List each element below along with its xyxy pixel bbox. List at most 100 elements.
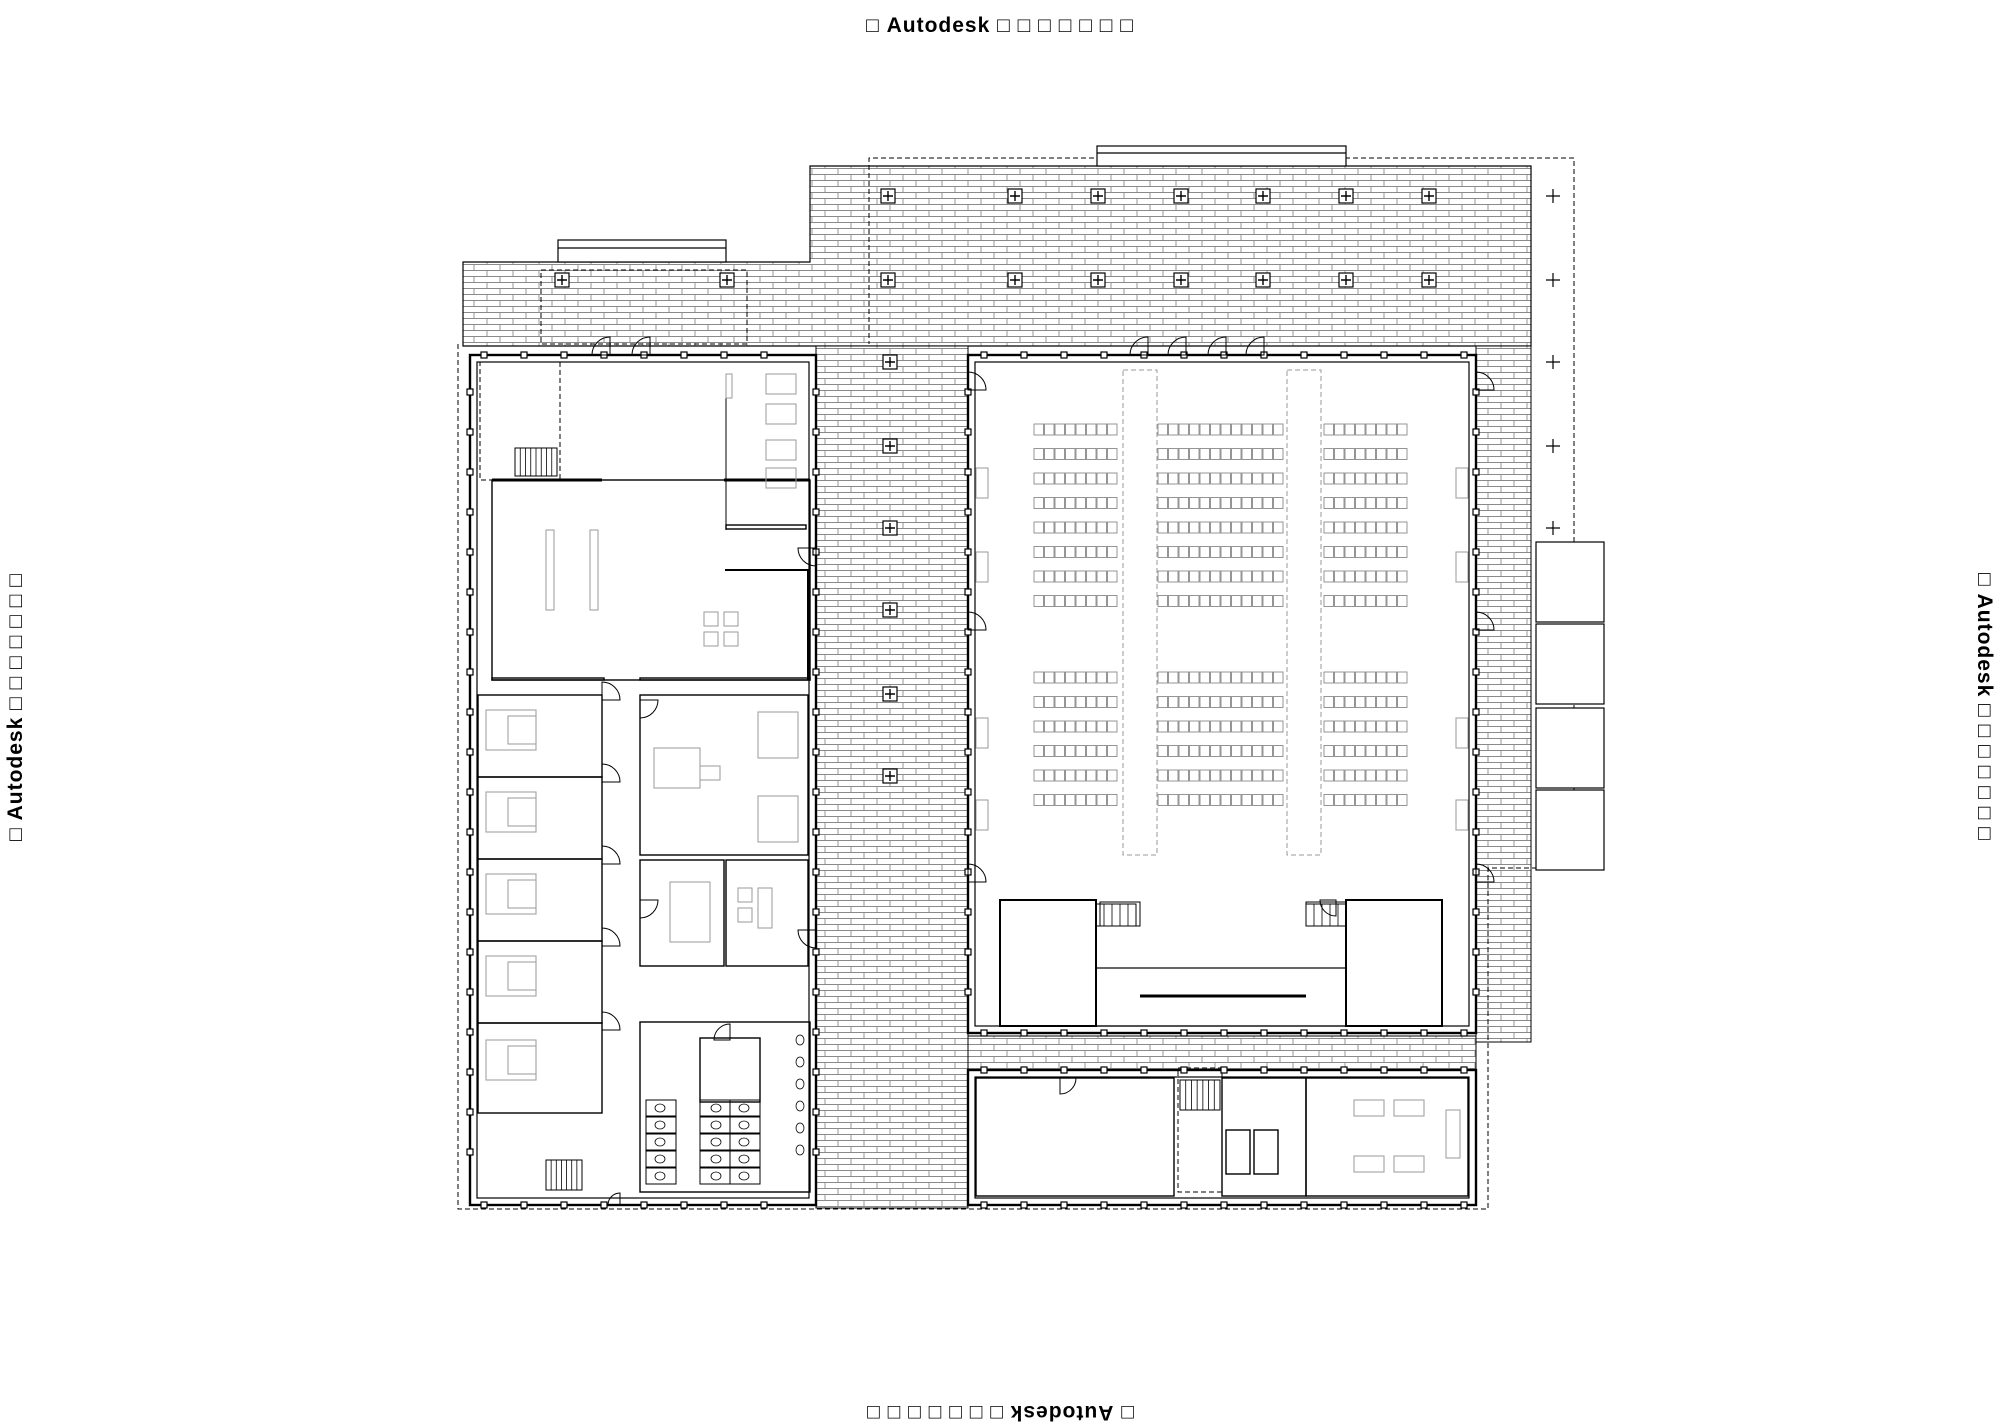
seat <box>1376 794 1387 806</box>
seat <box>1355 521 1366 534</box>
column <box>1220 1066 1228 1074</box>
door-hall <box>967 863 987 883</box>
seat <box>1262 546 1273 558</box>
seat <box>1386 546 1397 558</box>
seat <box>1397 671 1408 684</box>
seat <box>1323 769 1334 782</box>
north-open-office <box>491 479 811 681</box>
seat <box>1107 497 1118 509</box>
seat <box>1241 794 1252 806</box>
column <box>1380 1029 1388 1037</box>
seat <box>1365 769 1376 782</box>
seat <box>1178 546 1189 558</box>
seat <box>1231 521 1242 534</box>
seat <box>1086 671 1097 684</box>
seat <box>1199 472 1210 485</box>
column <box>812 748 820 756</box>
seat <box>1365 448 1376 460</box>
column <box>964 588 972 596</box>
skylight-cross <box>722 275 732 285</box>
seat <box>1355 423 1366 436</box>
toilet-icon <box>710 1103 722 1113</box>
seat <box>1397 595 1408 607</box>
seat <box>1262 448 1273 460</box>
seat <box>1054 570 1065 583</box>
roof-line-outline <box>457 157 1575 1210</box>
corridor-row-left <box>1122 369 1158 856</box>
column <box>640 1201 648 1209</box>
stage-left-room <box>999 899 1097 1027</box>
column <box>980 1201 988 1209</box>
seat <box>1386 794 1397 806</box>
column <box>964 948 972 956</box>
seat <box>1107 769 1118 782</box>
seat <box>1210 448 1221 460</box>
seat <box>1086 521 1097 534</box>
column <box>812 668 820 676</box>
west-wing-furniture <box>485 373 799 1081</box>
column <box>1472 988 1480 996</box>
seat <box>1262 472 1273 485</box>
seat <box>1355 570 1366 583</box>
seat <box>1044 472 1055 485</box>
seat <box>1044 448 1055 460</box>
seat <box>1386 423 1397 436</box>
seat <box>1273 570 1284 583</box>
column <box>466 468 474 476</box>
seat <box>1075 745 1086 757</box>
watermark-suffix: □ □ □ □ □ □ □ <box>997 14 1134 37</box>
seat <box>1262 595 1273 607</box>
seat <box>1210 794 1221 806</box>
seat <box>1033 745 1044 757</box>
hall-seating <box>1033 423 1408 806</box>
toilet-icon <box>710 1137 722 1147</box>
seat <box>1376 769 1387 782</box>
seat <box>1323 448 1334 460</box>
stall <box>729 1167 761 1185</box>
seat <box>1252 546 1263 558</box>
seat <box>1210 745 1221 757</box>
seat <box>1252 570 1263 583</box>
seat <box>1386 696 1397 708</box>
seat <box>1334 794 1345 806</box>
seat <box>1054 497 1065 509</box>
watermark-top: □ Autodesk □ □ □ □ □ □ □ <box>866 14 1134 38</box>
seat <box>1355 720 1366 733</box>
column <box>466 788 474 796</box>
column <box>964 748 972 756</box>
column <box>466 428 474 436</box>
seat <box>1252 696 1263 708</box>
seat <box>1075 546 1086 558</box>
seat <box>1168 570 1179 583</box>
stall <box>645 1167 677 1185</box>
column <box>1300 351 1308 359</box>
column <box>964 508 972 516</box>
stair-outline <box>1179 1079 1221 1111</box>
column <box>980 351 988 359</box>
seat <box>1365 497 1376 509</box>
seat <box>1262 696 1273 708</box>
seat <box>1189 696 1200 708</box>
seat <box>1334 448 1345 460</box>
seat <box>1323 521 1334 534</box>
seat <box>1334 521 1345 534</box>
column <box>812 468 820 476</box>
seat <box>1044 794 1055 806</box>
skylight-cross <box>1341 275 1351 285</box>
seat <box>1107 448 1118 460</box>
seat <box>1241 546 1252 558</box>
column <box>1180 1066 1188 1074</box>
skylight-cross <box>883 275 893 285</box>
seat <box>1220 769 1231 782</box>
seat <box>1033 769 1044 782</box>
toilet-icon <box>710 1171 722 1181</box>
seat <box>1189 720 1200 733</box>
south-east-rooms <box>975 1077 1469 1197</box>
seat <box>1273 472 1284 485</box>
seat <box>1096 720 1107 733</box>
column <box>812 508 820 516</box>
seat <box>1365 423 1376 436</box>
door-corridor <box>797 547 817 567</box>
column <box>720 351 728 359</box>
seat <box>1065 546 1076 558</box>
